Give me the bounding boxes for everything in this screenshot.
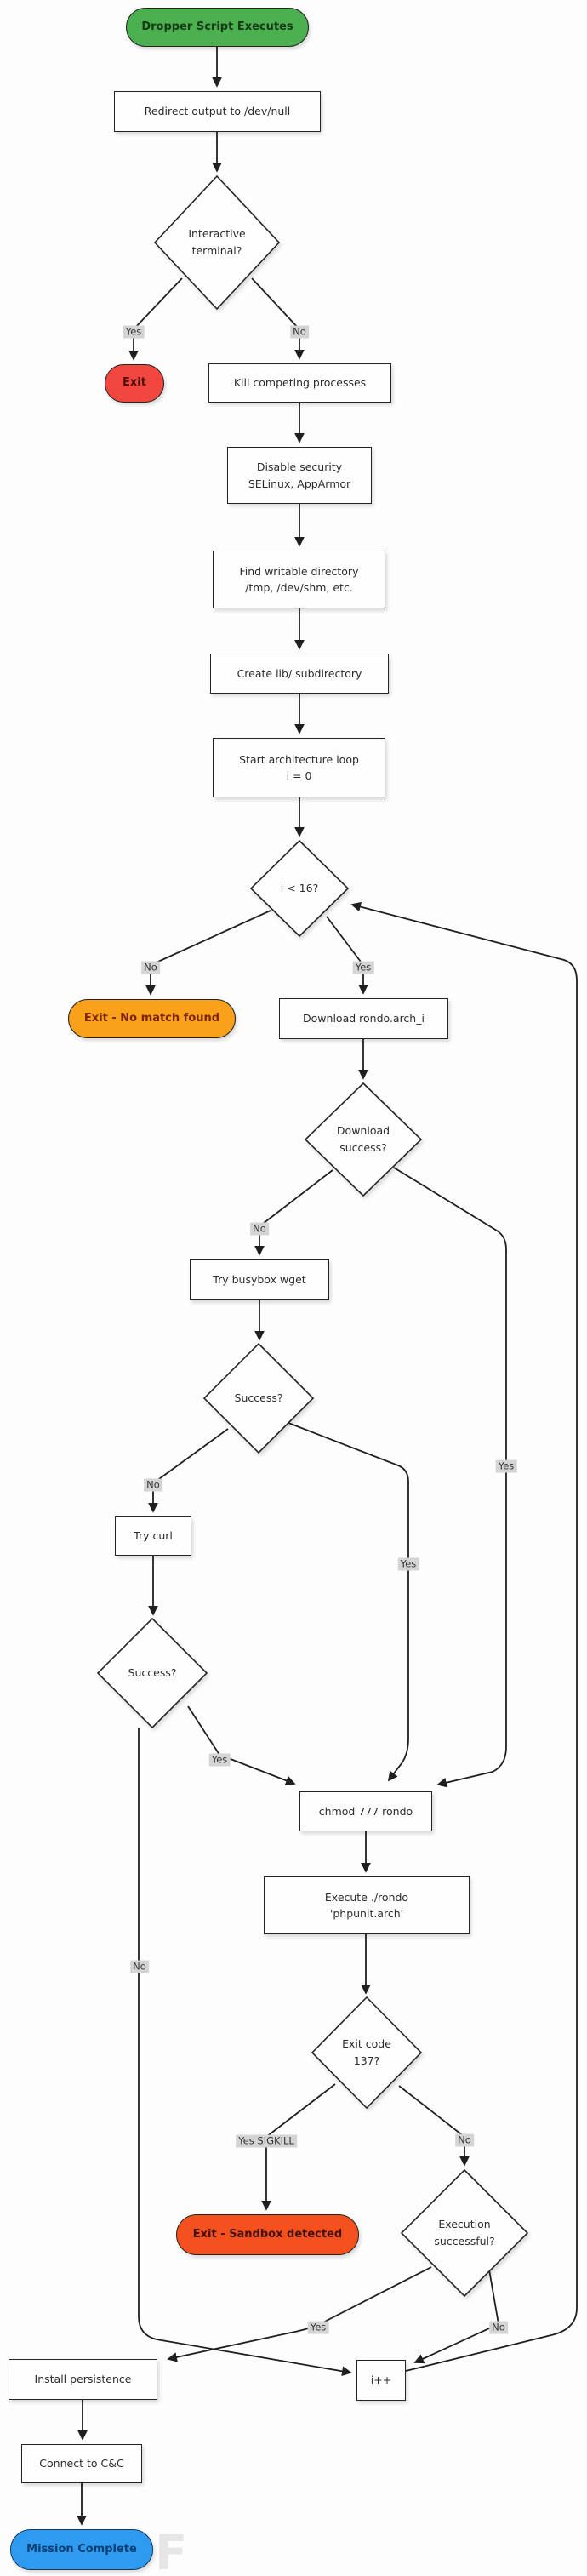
node-download-rondo: Download rondo.arch_i <box>279 998 448 1039</box>
diamond-curl-success-text: Success? <box>128 1666 177 1679</box>
node-disable-security: Disable security SELinux, AppArmor <box>227 447 372 504</box>
node-disable-line1: Disable security <box>256 460 343 474</box>
node-connect-cc-label: Connect to C&C <box>39 2457 124 2470</box>
diamond-exit-code-line1: Exit code <box>342 2037 391 2050</box>
edge-label-curl-yes: Yes <box>208 1753 231 1767</box>
diamond-loop-check <box>249 839 350 938</box>
node-find-writable: Find writable directory /tmp, /dev/shm, … <box>213 551 385 608</box>
diamond-exit-code-check <box>311 1996 423 2110</box>
diamond-interactive-line1: Interactive <box>188 227 246 240</box>
diamond-execution-line1: Execution <box>438 2218 491 2230</box>
diamond-curl-success <box>96 1617 208 1729</box>
node-execute-line1: Execute ./rondo <box>324 1890 409 1904</box>
node-redirect-label: Redirect output to /dev/null <box>144 105 291 118</box>
node-start-loop-line1: Start architecture loop <box>239 752 359 766</box>
edge-label-busybox-yes: Yes <box>397 1557 419 1571</box>
node-exit-sandbox-label: Exit - Sandbox detected <box>192 2227 343 2241</box>
diamond-busybox-success-text: Success? <box>234 1391 283 1404</box>
edge-loopcheck-exitnomatch-no <box>145 910 271 996</box>
edge-label-loop-no: No <box>141 961 160 974</box>
node-exit: Exit <box>105 364 164 403</box>
node-redirect-devnull: Redirect output to /dev/null <box>114 91 321 132</box>
edge-label-sigkill-yes: Yes SIGKILL <box>236 2134 297 2148</box>
diamond-execution-line2: successful? <box>434 2235 495 2248</box>
node-disable-line2: SELinux, AppArmor <box>248 477 351 490</box>
diamond-interactive-terminal <box>153 174 281 311</box>
edge-dlsuccess-chmod-yes <box>393 1167 507 1788</box>
node-kill-label: Kill competing processes <box>233 376 367 390</box>
diamonds-group <box>96 174 529 2298</box>
edges-group <box>77 47 578 2526</box>
diamond-label-loop-check: i < 16? <box>281 880 318 897</box>
edge-label-busybox-no: No <box>144 1478 162 1492</box>
diamond-loop-check-text: i < 16? <box>280 882 319 894</box>
diamond-label-download-success: Download success? <box>337 1122 390 1157</box>
edge-label-interactive-no: No <box>290 325 309 339</box>
node-try-curl: Try curl <box>115 1516 191 1556</box>
diamond-download-line2: success? <box>339 1141 387 1154</box>
edge-label-exit-code-no: No <box>455 2133 474 2147</box>
diamond-label-exit-code: Exit code 137? <box>342 2036 391 2070</box>
diamond-download-line1: Download <box>336 1124 390 1137</box>
edge-dlsuccess-busybox-no <box>254 1169 333 1256</box>
node-start-loop: Start architecture loop i = 0 <box>213 738 385 797</box>
node-kill-processes: Kill competing processes <box>208 363 391 403</box>
edge-increment-loopcheck <box>350 901 578 2372</box>
edge-label-loop-yes: Yes <box>352 961 374 974</box>
node-mission-complete-label: Mission Complete <box>26 2542 137 2556</box>
node-increment-label: i++ <box>370 2373 392 2387</box>
node-exit-no-match: Exit - No match found <box>68 999 236 1038</box>
node-start-loop-line2: i = 0 <box>286 769 312 782</box>
edge-curlsuccess-increment-no <box>138 1728 352 2377</box>
edge-label-execution-yes: Yes <box>307 2321 329 2334</box>
node-start-label: Dropper Script Executes <box>141 20 294 33</box>
diamond-download-success <box>304 1082 423 1197</box>
diamond-label-busybox-success: Success? <box>235 1390 283 1407</box>
edge-interactive-exit-yes <box>128 277 183 361</box>
edge-execsuccess-persist-yes <box>167 2266 432 2362</box>
node-chmod: chmod 777 rondo <box>299 1791 432 1831</box>
node-create-lib: Create lib/ subdirectory <box>210 654 389 694</box>
node-exit-sandbox: Exit - Sandbox detected <box>176 2214 359 2255</box>
edge-label-download-no: No <box>250 1222 269 1236</box>
node-mission-complete: Mission Complete <box>10 2529 153 2570</box>
node-increment: i++ <box>356 2360 406 2401</box>
node-try-busybox-label: Try busybox wget <box>213 1273 306 1287</box>
node-try-busybox: Try busybox wget <box>190 1259 329 1300</box>
edge-bbsuccess-curl-no <box>148 1428 229 1513</box>
node-execute-line2: 'phpunit.arch' <box>329 1907 404 1920</box>
node-create-lib-label: Create lib/ subdirectory <box>237 666 362 680</box>
edge-exitcode-execsuccess-no <box>398 2085 470 2167</box>
edge-interactive-kill-no <box>251 277 305 360</box>
diamond-execution-success <box>400 2168 529 2298</box>
node-install-persistence-label: Install persistence <box>34 2373 132 2386</box>
diamond-interactive-line2: terminal? <box>191 244 242 257</box>
diamond-label-curl-success: Success? <box>128 1665 177 1682</box>
edge-loopcheck-download-yes <box>326 916 368 995</box>
node-execute-rondo: Execute ./rondo 'phpunit.arch' <box>264 1876 470 1934</box>
diamond-label-interactive-terminal: Interactive terminal? <box>188 226 245 260</box>
edge-label-download-yes: Yes <box>495 1459 517 1473</box>
node-download-label: Download rondo.arch_i <box>303 1012 425 1025</box>
node-find-line1: Find writable directory <box>239 564 359 578</box>
watermark-letter: F <box>155 2526 188 2576</box>
edge-bbsuccess-chmod-yes <box>288 1422 409 1782</box>
node-exit-no-match-label: Exit - No match found <box>83 1011 220 1025</box>
edge-label-execution-no: No <box>489 2321 508 2334</box>
node-chmod-label: chmod 777 rondo <box>318 1804 413 1818</box>
node-find-line2: /tmp, /dev/shm, etc. <box>245 581 353 594</box>
edge-label-interactive-yes: Yes <box>123 325 145 339</box>
node-try-curl-label: Try curl <box>134 1529 173 1543</box>
diamond-exit-code-line2: 137? <box>353 2054 380 2067</box>
node-start: Dropper Script Executes <box>126 8 309 47</box>
diamond-busybox-success <box>202 1342 315 1454</box>
node-exit-label: Exit <box>123 376 146 390</box>
node-install-persistence: Install persistence <box>9 2359 157 2400</box>
edge-label-curl-no: No <box>130 1960 149 1973</box>
node-connect-cc: Connect to C&C <box>21 2444 142 2483</box>
edge-curlsuccess-chmod-yes <box>187 1705 296 1785</box>
diamond-label-execution-success: Execution successful? <box>434 2216 494 2250</box>
